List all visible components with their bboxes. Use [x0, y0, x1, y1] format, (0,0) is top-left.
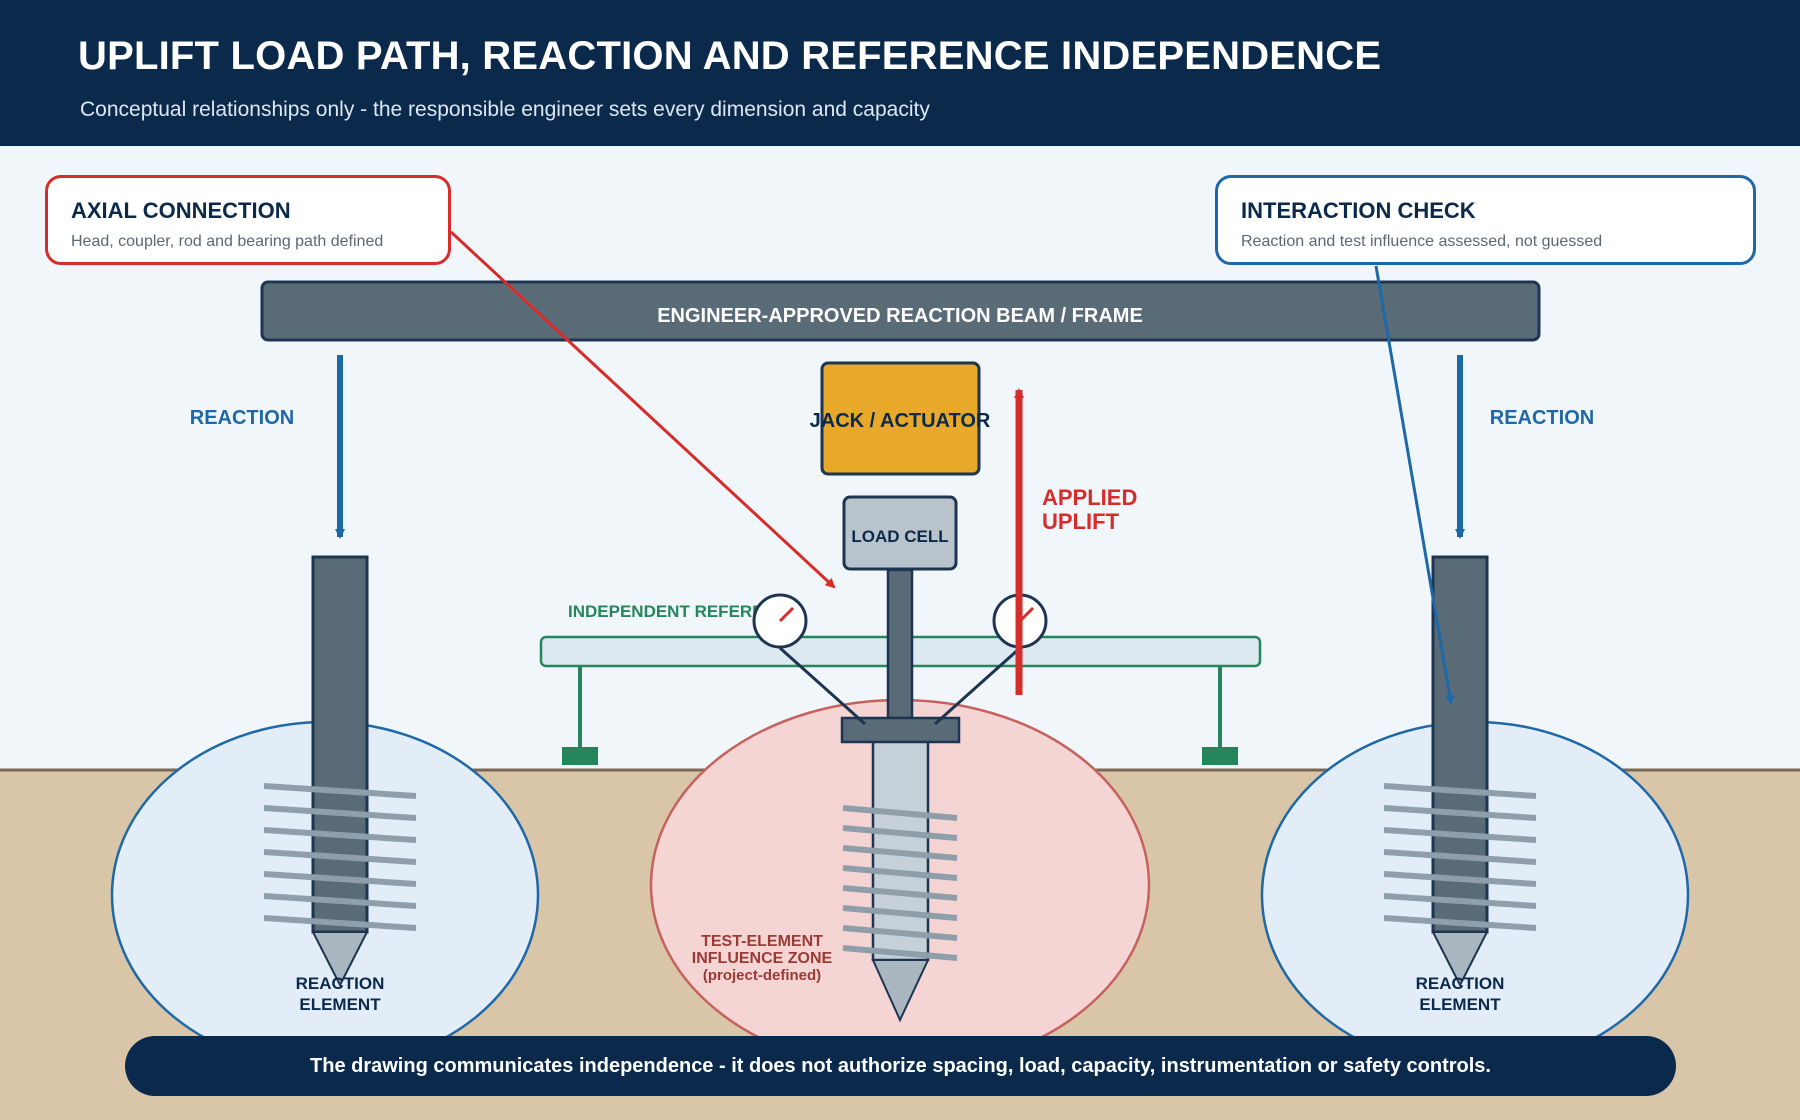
- reaction-label-left: REACTION: [190, 407, 294, 429]
- reference-support-right: [1202, 747, 1238, 765]
- gauge-stem-left: [779, 646, 866, 726]
- jack-actuator-label: JACK / ACTUATOR: [810, 410, 991, 432]
- reaction-element-label-right-2: ELEMENT: [1419, 995, 1501, 1014]
- test-element: [840, 568, 961, 1023]
- jack-actuator: [820, 361, 981, 476]
- influence-zone-label: TEST-ELEMENT: [701, 933, 823, 950]
- influence-zone-label-2: INFLUENCE ZONE: [692, 950, 833, 967]
- axial-leader-arrow: [449, 230, 836, 589]
- page-subtitle: Conceptual relationships only - the resp…: [80, 98, 930, 121]
- axial-connection-title: AXIAL CONNECTION: [71, 198, 291, 223]
- reaction-beam: [260, 280, 1541, 342]
- page-title: UPLIFT LOAD PATH, REACTION AND REFERENCE…: [78, 34, 1382, 78]
- helix-plates-left: [263, 783, 417, 931]
- interaction-leader-arrow: [1374, 265, 1455, 705]
- reaction-element-right: [1383, 555, 1537, 988]
- helix-plates-right: [1383, 783, 1537, 931]
- helix-plates-test: [842, 805, 958, 961]
- applied-uplift-label-2: UPLIFT: [1042, 509, 1120, 534]
- axial-connection-callout: AXIAL CONNECTION Head, coupler, rod and …: [45, 175, 451, 265]
- reaction-element-left: [263, 555, 417, 988]
- bearing-plate: [840, 716, 961, 744]
- axial-connection-description: Head, coupler, rod and bearing path defi…: [71, 233, 384, 250]
- footer-disclaimer: The drawing communicates independence - …: [125, 1036, 1676, 1096]
- interaction-check-callout: INTERACTION CHECK Reaction and test infl…: [1215, 175, 1756, 265]
- applied-uplift-label: APPLIED: [1042, 485, 1137, 510]
- reaction-element-label-left: REACTION: [296, 974, 385, 993]
- interaction-check-title: INTERACTION CHECK: [1241, 198, 1476, 223]
- reaction-element-label-left-2: ELEMENT: [299, 995, 381, 1014]
- reaction-label-right: REACTION: [1490, 407, 1594, 429]
- interaction-check-description: Reaction and test influence assessed, no…: [1241, 233, 1603, 250]
- gauge-stem-right: [934, 646, 1021, 726]
- load-cell-label: LOAD CELL: [851, 527, 948, 546]
- reference-support-left: [562, 747, 598, 765]
- page-header: UPLIFT LOAD PATH, REACTION AND REFERENCE…: [0, 0, 1800, 146]
- independent-reference-label: INDEPENDENT REFERENCE: [568, 602, 799, 621]
- influence-zone-label-3: (project-defined): [703, 967, 821, 984]
- reaction-beam-label: ENGINEER-APPROVED REACTION BEAM / FRAME: [657, 305, 1143, 327]
- load-cell: [842, 495, 958, 571]
- dial-gauge-left-icon: [752, 593, 808, 649]
- reaction-element-label-right: REACTION: [1416, 974, 1505, 993]
- pull-rod: [886, 568, 914, 720]
